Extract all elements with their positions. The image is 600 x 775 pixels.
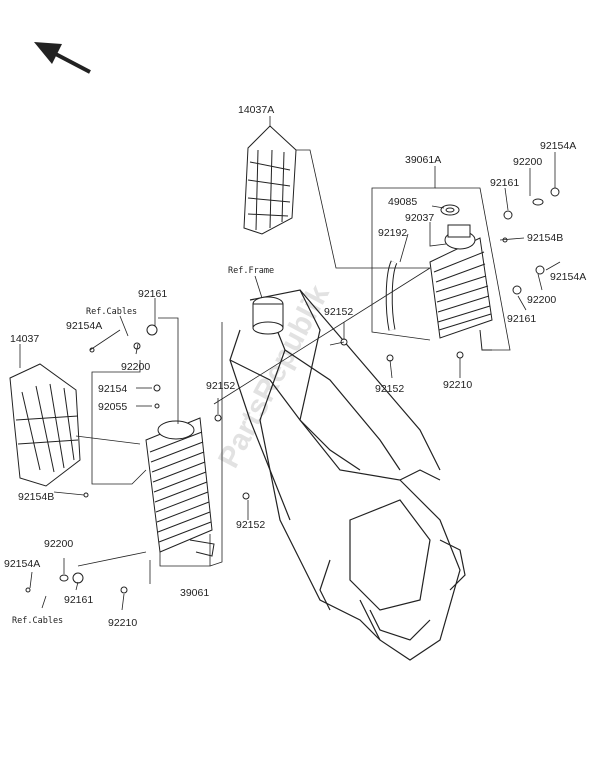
leader-lines — [19, 116, 561, 611]
label-92154A-bottom-left: 92154A — [4, 558, 40, 570]
motorcycle-frame — [229, 289, 466, 661]
label-92152-left-lower: 92152 — [236, 519, 265, 531]
label-92154A-top-right: 92154A — [540, 140, 576, 152]
label-39061: 39061 — [180, 587, 209, 599]
label-92154A-left: 92154A — [66, 320, 102, 332]
label-92154B-right: 92154B — [527, 232, 563, 244]
part-labels: 14037A 39061A 92154A 92200 49085 92161 9… — [4, 104, 586, 629]
radiator-right — [429, 204, 493, 351]
label-ref-cables-bottom: Ref.Cables — [12, 616, 63, 626]
label-92154-left: 92154 — [98, 383, 127, 395]
label-92210-right: 92210 — [443, 379, 472, 391]
label-92161-right: 92161 — [507, 313, 536, 325]
arrow-up-left-icon — [34, 42, 91, 74]
radiator-guard-right — [243, 125, 297, 235]
label-92192: 92192 — [378, 227, 407, 239]
radiator-left — [145, 417, 215, 557]
label-14037: 14037 — [10, 333, 39, 345]
label-92210-bottom-left: 92210 — [108, 617, 137, 629]
label-92152-left-upper: 92152 — [206, 380, 235, 392]
label-92154B-left: 92154B — [18, 491, 54, 503]
label-92152-right: 92152 — [375, 383, 404, 395]
label-92161-bottom-left: 92161 — [64, 594, 93, 606]
label-92200-top-right: 92200 — [513, 156, 542, 168]
label-14037A: 14037A — [238, 104, 274, 116]
radiator-guard-left — [9, 363, 81, 487]
label-92161-top-right: 92161 — [490, 177, 519, 189]
label-92200-left: 92200 — [121, 361, 150, 373]
radiator-hose — [385, 260, 398, 331]
label-92161-left: 92161 — [138, 288, 167, 300]
label-49085: 49085 — [388, 196, 417, 208]
label-92152-center: 92152 — [324, 306, 353, 318]
label-39061A: 39061A — [405, 154, 441, 166]
label-92037: 92037 — [405, 212, 434, 224]
label-92200-bottom-left: 92200 — [44, 538, 73, 550]
label-92200-right: 92200 — [527, 294, 556, 306]
label-92055: 92055 — [98, 401, 127, 413]
steering-head — [252, 296, 284, 335]
label-ref-cables-top: Ref.Cables — [86, 307, 137, 317]
label-ref-frame: Ref.Frame — [228, 266, 274, 276]
label-92154A-right: 92154A — [550, 271, 586, 283]
